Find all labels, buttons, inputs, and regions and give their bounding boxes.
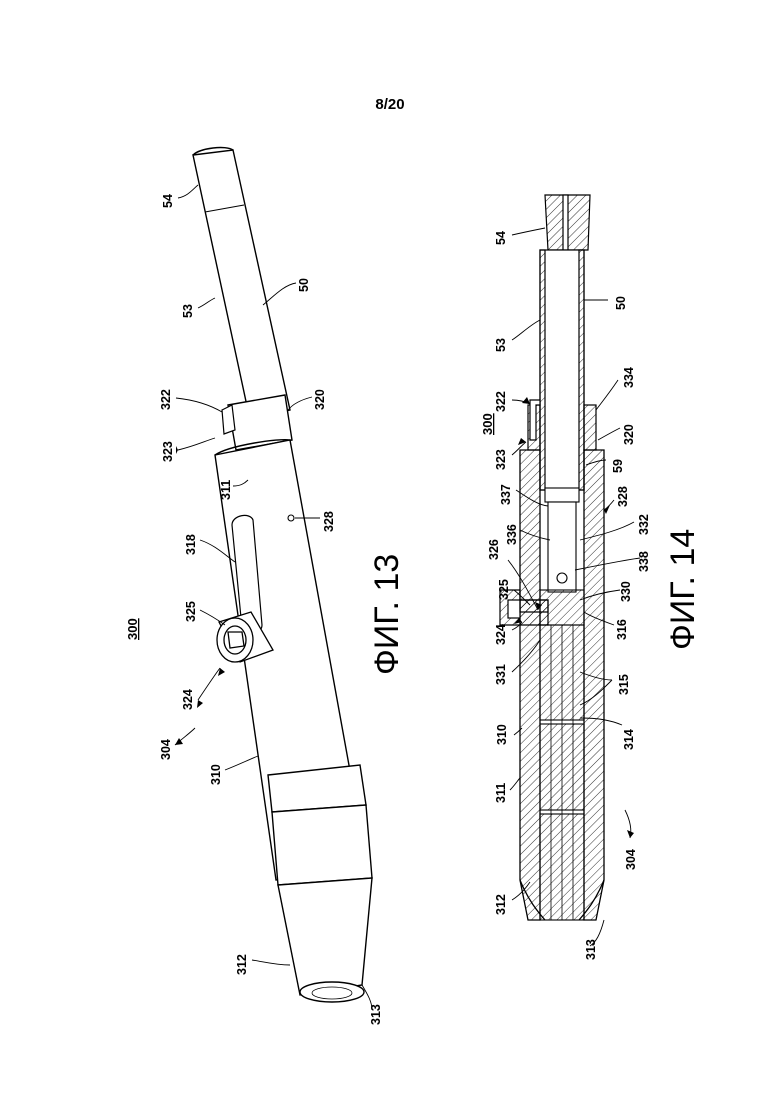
fig13-label-318: 318 <box>184 534 198 555</box>
fig14-label-315: 315 <box>617 674 631 695</box>
fig14-label-337: 337 <box>499 484 513 505</box>
fig14-label-312: 312 <box>494 894 508 915</box>
fig14-label-320: 320 <box>622 424 636 445</box>
fig14-tip <box>545 195 590 250</box>
fig14-label-314: 314 <box>622 729 636 750</box>
fig14-tube <box>540 250 584 490</box>
fig13-clip <box>222 405 235 434</box>
figure-13: 54 53 50 322 320 323 311 328 318 325 324… <box>125 148 406 1025</box>
fig14-label-323: 323 <box>494 449 508 470</box>
fig13-label-53: 53 <box>181 304 195 318</box>
fig14-label-325: 325 <box>497 579 511 600</box>
fig14-label-50: 50 <box>614 296 628 310</box>
fig13-caption: ФИГ. 13 <box>368 554 406 675</box>
figure-14: 54 53 50 322 334 323 320 59 337 328 336 … <box>480 195 702 960</box>
fig13-label-313: 313 <box>369 1004 383 1025</box>
fig13-label-324: 324 <box>181 689 195 710</box>
fig13-label-310: 310 <box>209 764 223 785</box>
fig14-label-322: 322 <box>494 391 508 412</box>
fig14-screw <box>540 590 584 625</box>
fig13-label-322: 322 <box>159 389 173 410</box>
fig13-hole <box>288 515 294 521</box>
fig14-label-324: 324 <box>494 624 508 645</box>
fig14-label-338: 338 <box>637 551 651 572</box>
fig13-label-311: 311 <box>219 480 233 500</box>
fig13-reference: 300 <box>125 618 140 640</box>
fig14-label-336: 336 <box>505 524 519 545</box>
fig14-magnets <box>540 625 584 920</box>
fig14-caption: ФИГ. 14 <box>664 529 702 650</box>
fig13-label-323: 323 <box>161 441 175 462</box>
fig13-label-304: 304 <box>159 739 173 760</box>
fig13-label-54: 54 <box>161 194 175 208</box>
fig13-pen-body <box>193 148 372 1002</box>
fig14-label-328: 328 <box>616 486 630 507</box>
fig14-label-53: 53 <box>494 338 508 352</box>
fig13-label-320: 320 <box>313 389 327 410</box>
fig14-label-310: 310 <box>495 724 509 745</box>
fig14-plunger <box>545 488 579 592</box>
fig14-reference: 300 <box>480 413 495 435</box>
fig13-label-312: 312 <box>235 954 249 975</box>
fig13-label-328: 328 <box>322 511 336 532</box>
fig14-label-332: 332 <box>637 514 651 535</box>
fig14-label-334: 334 <box>622 367 636 388</box>
fig14-label-313: 313 <box>584 939 598 960</box>
fig13-label-50: 50 <box>297 278 311 292</box>
fig14-label-304: 304 <box>624 849 638 870</box>
fig14-label-316: 316 <box>615 619 629 640</box>
fig14-label-59: 59 <box>611 459 625 473</box>
fig14-label-331: 331 <box>494 664 508 685</box>
fig14-label-311: 311 <box>494 783 508 803</box>
fig14-label-326: 326 <box>487 539 501 560</box>
fig13-label-325: 325 <box>184 601 198 622</box>
fig14-label-54: 54 <box>494 231 508 245</box>
fig14-label-330: 330 <box>619 581 633 602</box>
